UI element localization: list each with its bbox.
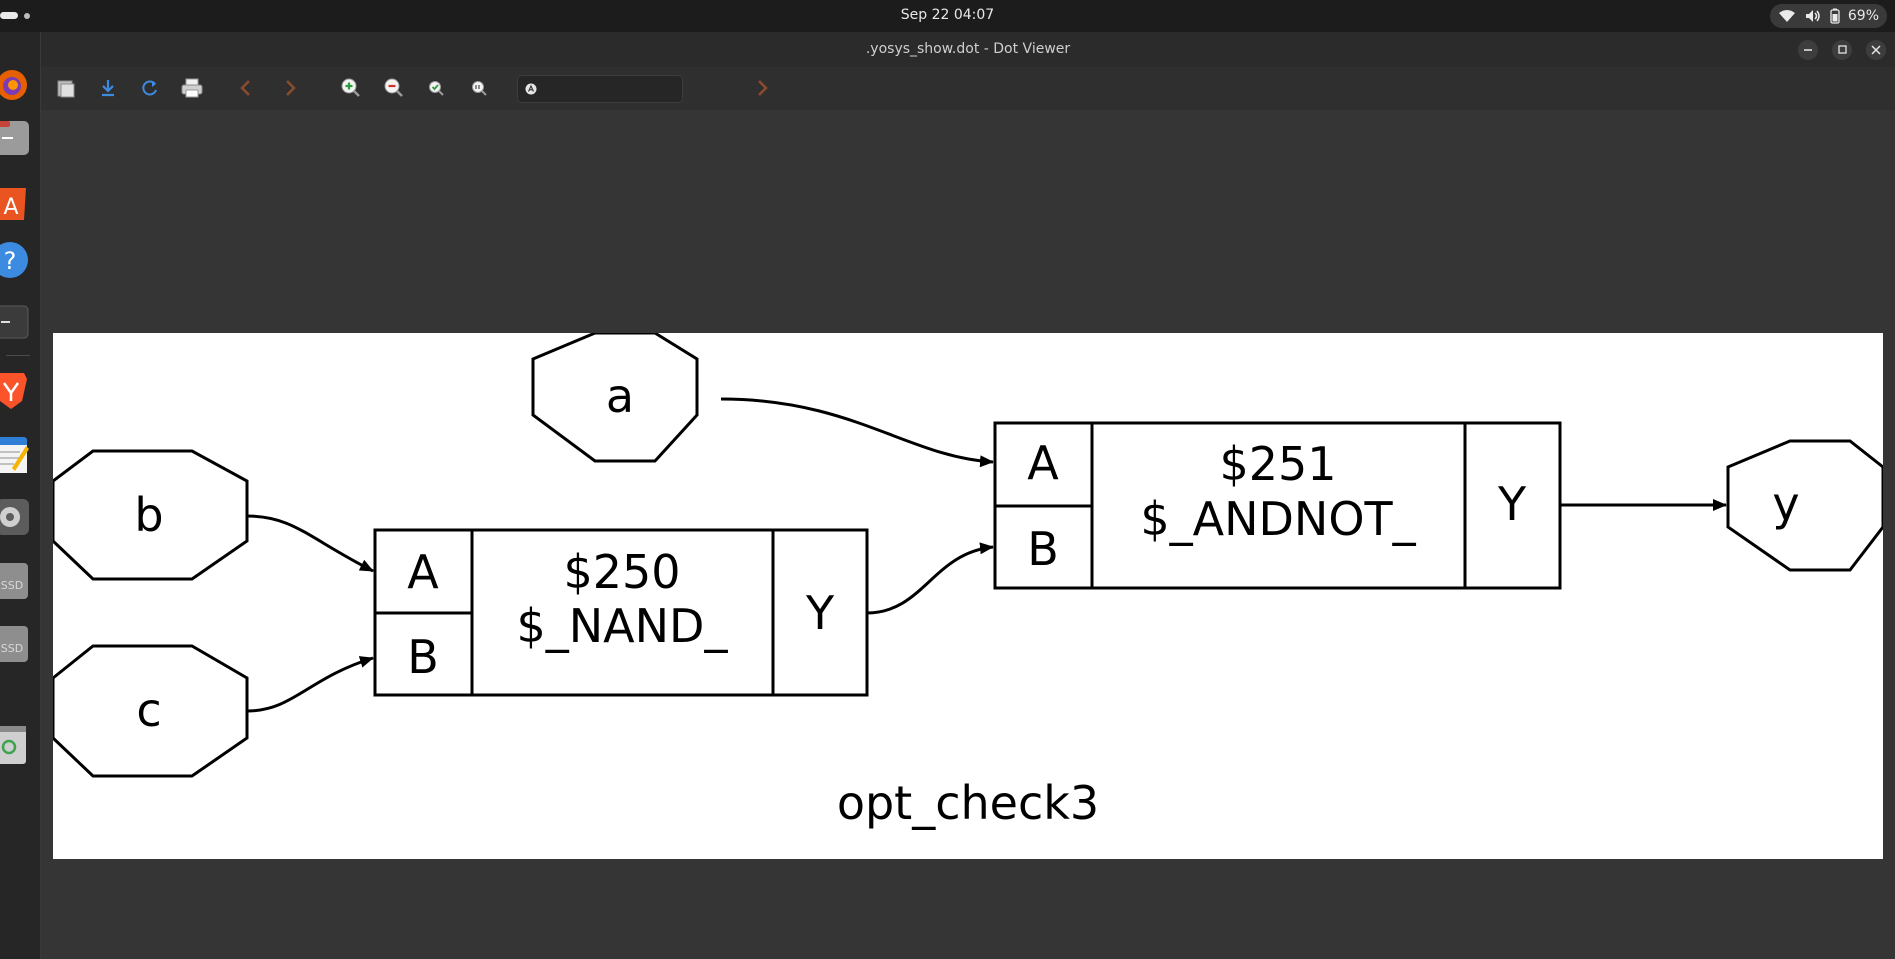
input-label-b: b: [134, 488, 163, 542]
andnot-port-a: A: [1027, 436, 1059, 490]
zoom-out-icon: [384, 78, 403, 97]
input-node-c[interactable]: [53, 644, 249, 778]
andnot-cell-id: $251: [1219, 437, 1336, 491]
svg-text:SSD: SSD: [1, 642, 23, 655]
input-node-b[interactable]: [53, 449, 249, 581]
edge-nand-to-andnot-b: [866, 542, 994, 615]
drive-icon[interactable]: SSD: [0, 557, 30, 603]
printer-icon: [181, 78, 203, 98]
battery-percent: 69%: [1847, 8, 1879, 24]
nand-cell-id: $250: [563, 545, 680, 599]
input-label-c: c: [136, 683, 161, 737]
dot-viewer-window: .yosys_show.dot - Dot Viewer: [41, 32, 1895, 959]
reload-button[interactable]: [135, 73, 165, 103]
svg-text:SSD: SSD: [1, 579, 23, 592]
andnot-cell-type: $_ANDNOT_: [1140, 492, 1416, 546]
help-icon[interactable]: ?: [0, 237, 30, 283]
nand-port-a: A: [407, 545, 439, 599]
zoom-fit-icon: [429, 81, 444, 96]
clock[interactable]: Sep 22 04:07: [900, 7, 995, 23]
zoom-100-button[interactable]: [465, 73, 495, 103]
dock: A ? SSD SSD: [0, 32, 41, 959]
svg-text:?: ?: [4, 247, 17, 275]
edge-b-to-nand-a: [246, 514, 374, 573]
andnot-port-y: Y: [1497, 477, 1527, 531]
nand-port-b: B: [407, 630, 439, 684]
system-tray[interactable]: 69%: [1769, 4, 1887, 28]
volume-icon: [1804, 9, 1822, 23]
netlist-graph: a b c y A B $250 $_NAND_ Y A B $251 $_AN…: [53, 333, 1883, 830]
wifi-icon: [1778, 9, 1796, 23]
dock-separator: [6, 355, 30, 356]
save-button[interactable]: [93, 73, 123, 103]
input-label-a: a: [606, 369, 634, 423]
reload-icon: [142, 80, 157, 96]
open-button[interactable]: [51, 73, 81, 103]
graph-title: opt_check3: [837, 776, 1099, 830]
download-icon: [102, 80, 114, 97]
maximize-icon: [1838, 45, 1847, 54]
andnot-port-b: B: [1027, 522, 1059, 576]
open-file-icon: [57, 80, 75, 98]
close-icon: [1871, 45, 1881, 55]
top-bar: Sep 22 04:07 69%: [0, 0, 1895, 32]
terminal-icon[interactable]: [0, 300, 30, 346]
minimize-icon: [1804, 49, 1812, 51]
zoom-fit-button[interactable]: [422, 73, 452, 103]
trash-icon[interactable]: [0, 722, 30, 768]
nand-cell-type: $_NAND_: [517, 599, 729, 653]
files-icon[interactable]: [0, 114, 30, 160]
toolbar: [41, 67, 1895, 110]
find-input[interactable]: [544, 79, 680, 101]
battery-icon: [1830, 8, 1840, 24]
close-button[interactable]: [1866, 40, 1886, 60]
title-bar[interactable]: .yosys_show.dot - Dot Viewer: [41, 32, 1895, 67]
text-editor-icon[interactable]: [0, 432, 30, 478]
find-icon: [525, 83, 537, 95]
brave-icon[interactable]: [0, 365, 30, 411]
workspace-indicator[interactable]: [24, 13, 30, 19]
output-label-y: y: [1772, 477, 1799, 531]
zoom-out-button[interactable]: [379, 73, 409, 103]
zoom-original-icon: [472, 81, 487, 96]
zoom-in-icon: [341, 78, 360, 97]
minimize-button[interactable]: [1798, 40, 1818, 60]
edge-a-to-andnot-a: [720, 397, 994, 468]
firefox-icon[interactable]: [0, 62, 30, 108]
activities-button[interactable]: [0, 12, 18, 19]
app-center-icon[interactable]: A: [0, 176, 30, 222]
zoom-in-button[interactable]: [336, 73, 366, 103]
find-next-button[interactable]: [747, 73, 777, 103]
settings-icon[interactable]: [0, 494, 30, 540]
output-node-y[interactable]: [1726, 439, 1883, 572]
input-node-a[interactable]: [531, 333, 699, 463]
graph-canvas[interactable]: a b c y A B $250 $_NAND_ Y A B $251 $_AN…: [53, 333, 1883, 859]
back-button[interactable]: [231, 73, 261, 103]
edge-c-to-nand-b: [246, 656, 374, 713]
chevron-right-icon: [758, 80, 768, 96]
maximize-button[interactable]: [1832, 40, 1852, 60]
drive-icon[interactable]: SSD: [0, 620, 30, 666]
nand-port-y: Y: [805, 586, 835, 640]
find-box[interactable]: [517, 75, 683, 103]
chevron-right-icon: [286, 80, 296, 96]
svg-text:A: A: [3, 195, 18, 220]
window-title: .yosys_show.dot - Dot Viewer: [865, 41, 1071, 57]
print-button[interactable]: [177, 73, 207, 103]
forward-button[interactable]: [275, 73, 305, 103]
chevron-left-icon: [240, 80, 250, 96]
